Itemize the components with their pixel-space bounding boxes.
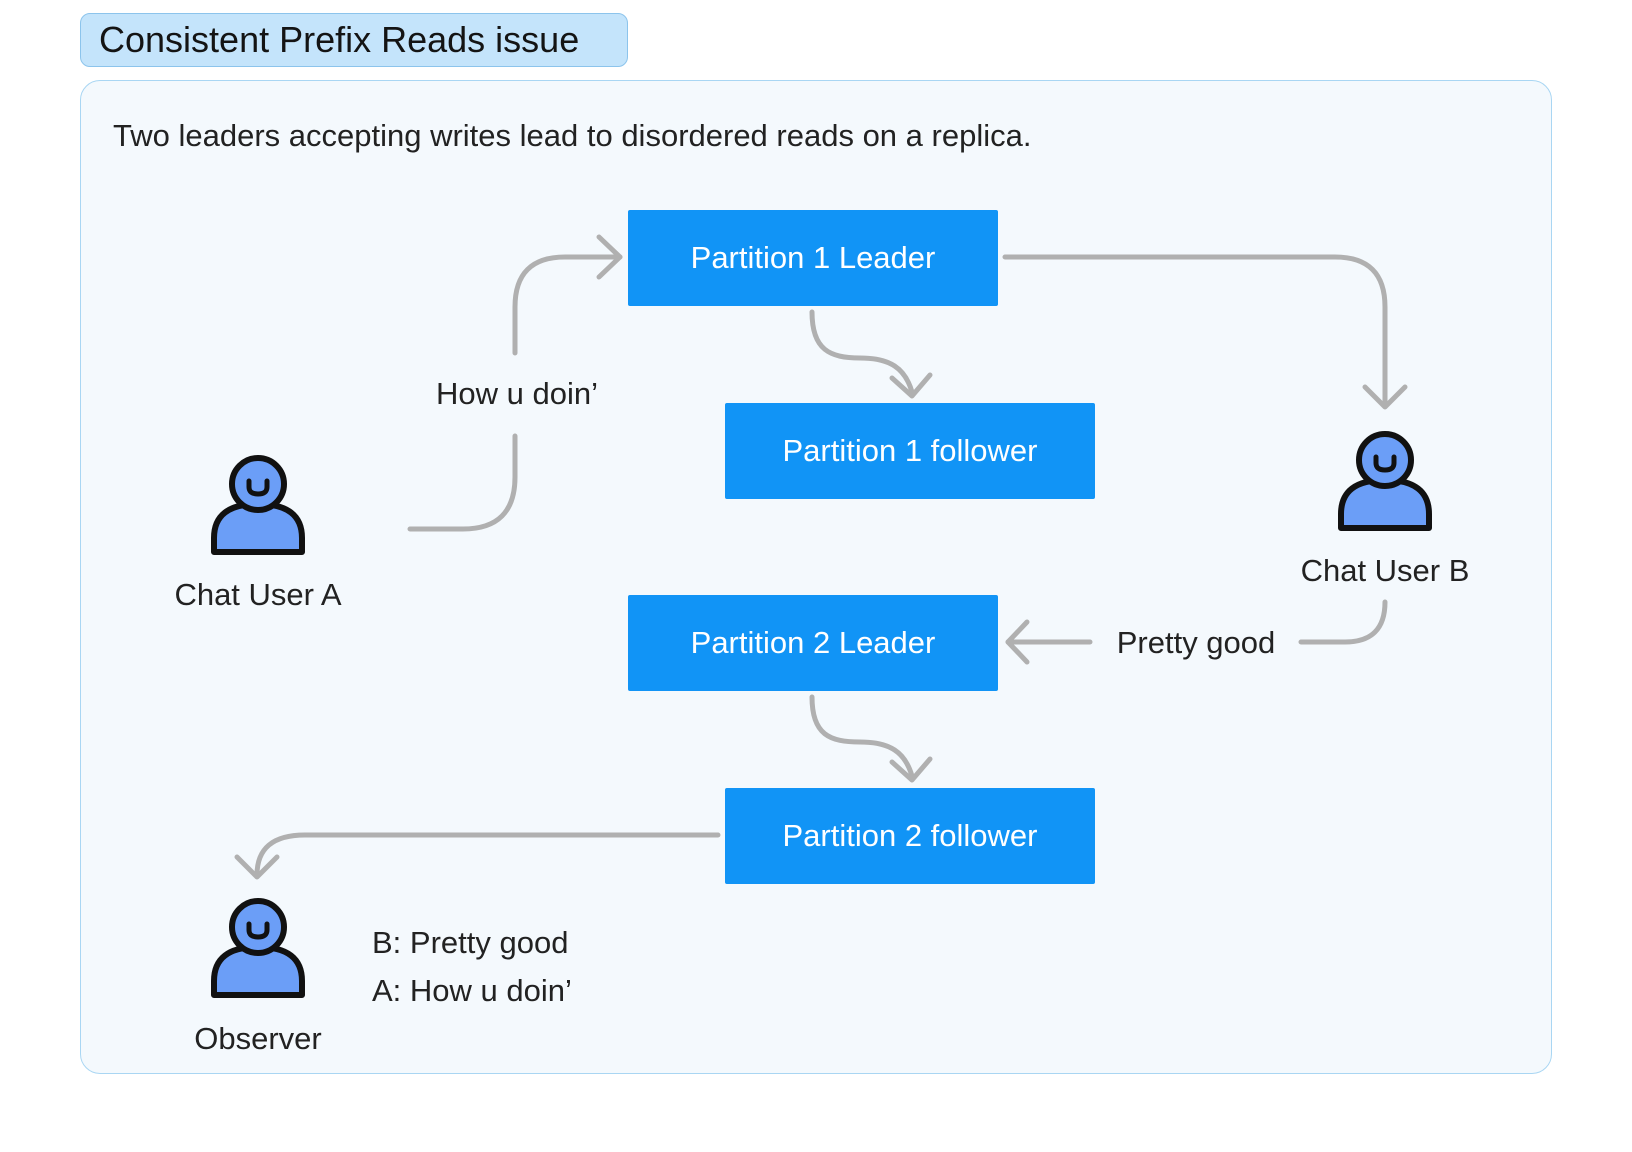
partition-1-leader: Partition 1 Leader: [628, 210, 998, 306]
partition-2-leader: Partition 2 Leader: [628, 595, 998, 691]
person-icon: [211, 898, 305, 998]
arrow-head-p1-follower: [889, 372, 933, 399]
person-icon: [211, 455, 305, 555]
observer-label: Observer: [194, 1021, 322, 1056]
chat-user-a-label: Chat User A: [174, 577, 342, 612]
observer-view-line-2: A: How u doin’: [372, 973, 572, 1008]
arrow-head-user-b: [1362, 384, 1408, 410]
partition-1-follower: Partition 1 follower: [725, 403, 1095, 499]
arrow-head-observer: [234, 854, 280, 880]
arrow-head-p1-leader: [596, 234, 623, 280]
arrow-user-a-to-p1-leader-upper: [512, 254, 623, 356]
arrow-p2-follower-to-observer: [254, 832, 721, 878]
chat-user-b-label: Chat User B: [1300, 553, 1470, 588]
message-label-a: How u doin’: [436, 376, 598, 411]
arrow-p2-leader-to-follower: [809, 694, 915, 779]
arrow-p1-leader-to-user-b: [1002, 254, 1388, 408]
diagram-title: Consistent Prefix Reads issue: [80, 13, 628, 67]
diagram-subtitle: Two leaders accepting writes lead to dis…: [113, 118, 1032, 153]
partition-2-follower: Partition 2 follower: [725, 788, 1095, 884]
person-icon: [1338, 431, 1432, 531]
arrow-head-p2-follower: [889, 756, 933, 783]
arrow-user-a-to-p1-leader-lower: [407, 433, 518, 532]
observer-view-line-1: B: Pretty good: [372, 925, 569, 960]
arrow-user-b-to-p2-leader-right: [1298, 599, 1388, 645]
message-label-b: Pretty good: [1116, 625, 1276, 660]
arrow-head-p2-leader: [1005, 619, 1030, 665]
arrow-p1-leader-to-follower: [809, 309, 915, 395]
